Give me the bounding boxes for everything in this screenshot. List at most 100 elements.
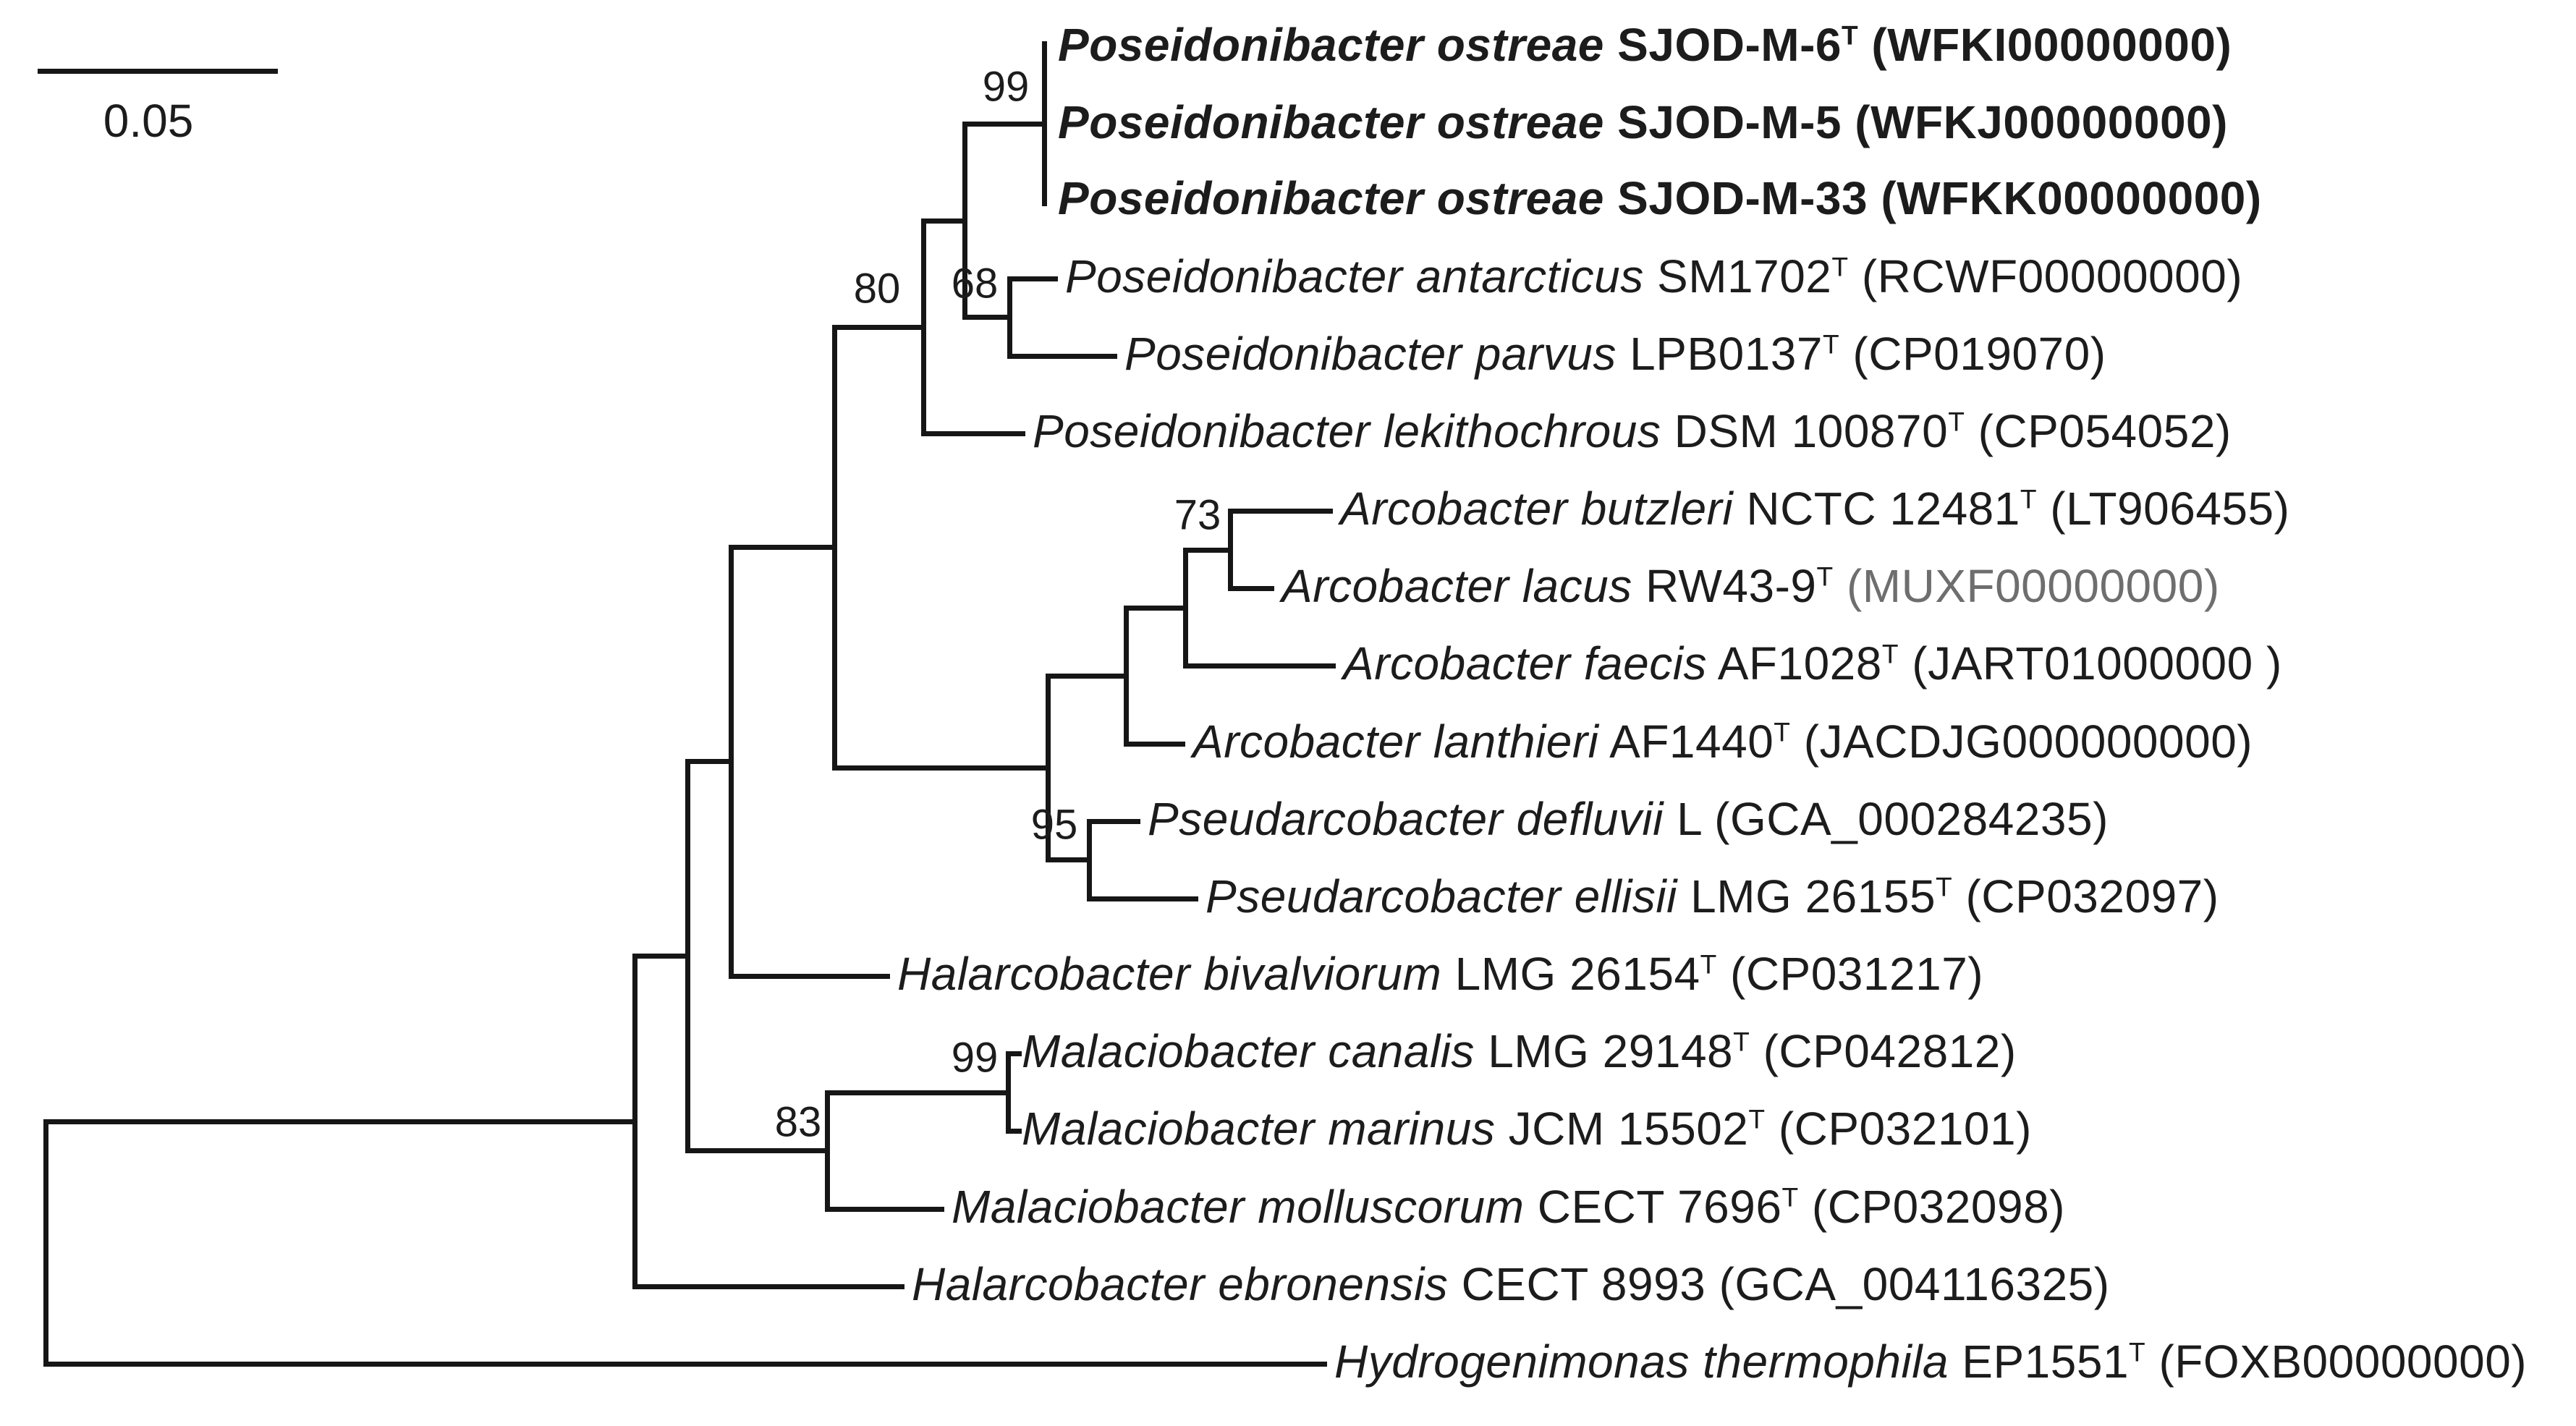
bootstrap-value: 73 [1174, 491, 1221, 539]
branch-segment [1005, 1128, 1022, 1134]
taxon-species-name: Poseidonibacter ostreae [1058, 19, 1604, 72]
taxon-species-name: Arcobacter lacus [1281, 560, 1632, 613]
type-strain-superscript: T [1841, 20, 1859, 51]
taxon-species-name: Poseidonibacter parvus [1124, 328, 1617, 381]
branch-segment [831, 765, 1051, 771]
taxon-label: Arcobacter faecis AF1028T (JART01000000 … [1343, 637, 2282, 690]
taxon-label: Poseidonibacter ostreae SJOD-M-5 (WFKJ00… [1058, 96, 2228, 149]
taxon-species-name: Halarcobacter bivalviorum [897, 948, 1442, 1001]
bootstrap-value: 99 [951, 1034, 999, 1082]
scale-bar [37, 68, 278, 74]
branch-segment [1086, 818, 1140, 824]
taxon-species-name: Pseudarcobacter ellisii [1206, 870, 1677, 923]
type-strain-superscript: T [1948, 406, 1965, 437]
branch-segment [1123, 741, 1185, 747]
taxon-accession: (CP031217) [1716, 948, 1984, 1001]
taxon-accession: (MUXF00000000) [1833, 560, 2220, 613]
taxon-accession: (FOXB00000000) [2145, 1336, 2528, 1388]
type-strain-superscript: T [1748, 1103, 1766, 1134]
taxon-species-name: Arcobacter faecis [1343, 637, 1707, 690]
branch-segment [1123, 605, 1188, 611]
taxon-accession: (WFKK00000000) [1868, 172, 2262, 225]
taxon-species-name: Hydrogenimonas thermophila [1334, 1336, 1949, 1388]
taxon-accession: (CP032098) [1798, 1181, 2065, 1234]
taxon-label: Poseidonibacter ostreae SJOD-M-6T (WFKI0… [1058, 19, 2232, 72]
bootstrap-value: 68 [951, 260, 999, 307]
taxon-label: Halarcobacter ebronensis CECT 8993 (GCA_… [912, 1258, 2110, 1311]
taxon-label: Hydrogenimonas thermophila EP1551T (FOXB… [1334, 1336, 2528, 1388]
bootstrap-value: 80 [853, 265, 901, 313]
branch-segment [1005, 1051, 1022, 1056]
branch-segment [728, 973, 890, 979]
taxon-accession: (WFKI00000000) [1858, 19, 2232, 72]
type-strain-superscript: T [1822, 328, 1840, 360]
taxon-accession: (LT906455) [2037, 483, 2290, 535]
taxon-accession: (RCWF00000000) [1848, 250, 2243, 303]
type-strain-superscript: T [2129, 1336, 2146, 1367]
branch-segment [920, 218, 967, 224]
taxon-accession: (CP019070) [1839, 328, 2106, 381]
bootstrap-value: 99 [982, 63, 1030, 111]
branch-segment [43, 1119, 48, 1367]
branch-segment [685, 758, 734, 764]
type-strain-superscript: T [1881, 638, 1899, 669]
branch-segment [43, 1361, 1327, 1367]
branch-segment [1182, 663, 1336, 669]
branch-segment [920, 430, 1025, 436]
taxon-label: Halarcobacter bivalviorum LMG 26154T (CP… [897, 948, 1984, 1001]
branch-segment [685, 1147, 830, 1153]
taxon-accession: (CP032101) [1765, 1103, 2032, 1155]
taxon-label: Pseudarcobacter defluvii L (GCA_00028423… [1148, 793, 2109, 846]
taxon-label: Arcobacter lacus RW43-9T (MUXF00000000) [1281, 560, 2220, 613]
taxon-label: Malaciobacter marinus JCM 15502T (CP0321… [1022, 1103, 2032, 1155]
branch-segment [1227, 585, 1274, 591]
taxon-label: Poseidonibacter lekithochrous DSM 100870… [1033, 405, 2232, 458]
taxon-species-name: Poseidonibacter antarcticus [1065, 250, 1644, 303]
bootstrap-value: 95 [1030, 801, 1078, 849]
taxon-label: Malaciobacter canalis LMG 29148T (CP0428… [1022, 1025, 2017, 1078]
branch-segment [962, 121, 1047, 127]
taxon-label: Poseidonibacter antarcticus SM1702T (RCW… [1065, 250, 2243, 303]
taxon-species-name: Arcobacter butzleri [1340, 483, 1734, 535]
branch-segment [43, 1119, 637, 1124]
taxon-species-name: Poseidonibacter ostreae [1058, 96, 1604, 149]
type-strain-superscript: T [1831, 251, 1849, 282]
taxon-label: Arcobacter lanthieri AF1440T (JACDJG0000… [1192, 716, 2253, 768]
taxon-species-name: Malaciobacter molluscorum [952, 1181, 1525, 1234]
branch-segment [728, 544, 837, 550]
type-strain-superscript: T [1936, 871, 1953, 902]
branch-segment [824, 1206, 944, 1212]
type-strain-superscript: T [1781, 1181, 1799, 1213]
taxon-label: Poseidonibacter parvus LPB0137T (CP01907… [1124, 328, 2106, 381]
branch-segment [1045, 857, 1092, 862]
taxon-accession: (CP054052) [1965, 405, 2232, 458]
branch-segment [632, 953, 690, 959]
taxon-accession: (JART01000000 ) [1899, 637, 2282, 690]
branch-segment [1086, 896, 1198, 901]
branch-segment [1007, 353, 1117, 359]
taxon-species-name: Malaciobacter canalis [1022, 1025, 1475, 1078]
branch-segment [962, 314, 1012, 320]
taxon-accession: (WFKJ00000000) [1841, 96, 2228, 149]
type-strain-superscript: T [1816, 561, 1834, 592]
taxon-accession: (CP042812) [1750, 1025, 2017, 1078]
taxon-label: Pseudarcobacter ellisii LMG 26155T (CP03… [1206, 870, 2219, 923]
taxon-species-name: Poseidonibacter lekithochrous [1033, 405, 1661, 458]
type-strain-superscript: T [1774, 716, 1791, 747]
taxon-accession: (GCA_000284235) [1700, 793, 2109, 846]
scale-bar-label: 0.05 [103, 95, 194, 147]
taxon-species-name: Poseidonibacter ostreae [1058, 172, 1604, 225]
taxon-species-name: Malaciobacter marinus [1022, 1103, 1496, 1155]
branch-segment [1007, 276, 1058, 281]
taxon-species-name: Arcobacter lanthieri [1192, 716, 1599, 768]
type-strain-superscript: T [2020, 483, 2038, 514]
taxon-accession: (JACDJG000000000) [1790, 716, 2253, 768]
branch-segment [1182, 547, 1233, 553]
type-strain-superscript: T [1733, 1026, 1750, 1057]
branch-segment [632, 1283, 904, 1289]
bootstrap-value: 83 [774, 1098, 822, 1146]
taxon-species-name: Pseudarcobacter defluvii [1148, 793, 1664, 846]
taxon-label: Malaciobacter molluscorum CECT 7696T (CP… [952, 1181, 2065, 1234]
branch-segment [831, 324, 926, 330]
taxon-label: Arcobacter butzleri NCTC 12481T (LT90645… [1340, 483, 2290, 535]
